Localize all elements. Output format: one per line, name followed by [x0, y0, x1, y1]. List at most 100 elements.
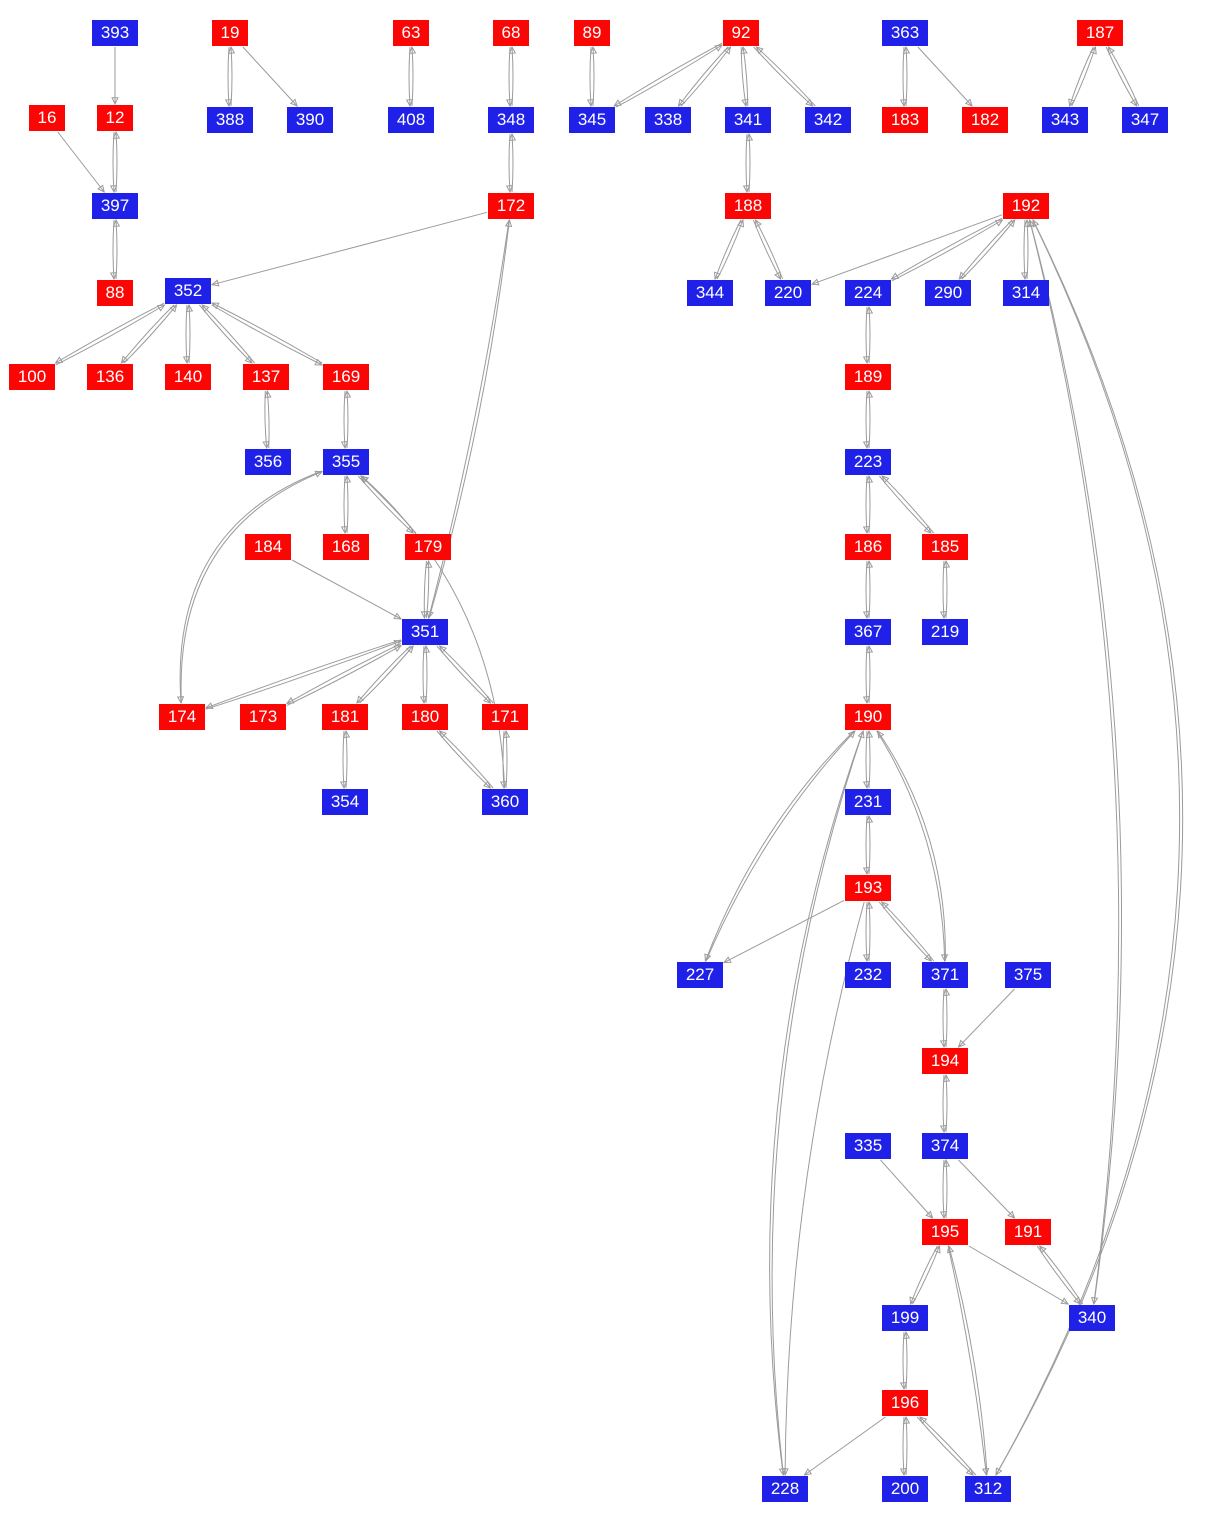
graph-edge-312-196 [920, 1417, 977, 1476]
graph-node-88[interactable]: 88 [97, 280, 133, 306]
graph-node-19[interactable]: 19 [212, 20, 248, 46]
graph-edge-345-92 [615, 45, 722, 108]
graph-node-354[interactable]: 354 [322, 789, 368, 815]
graph-node-344[interactable]: 344 [687, 280, 733, 306]
graph-edge-360-180 [440, 731, 494, 789]
graph-node-342[interactable]: 342 [805, 107, 851, 133]
graph-node-338[interactable]: 338 [645, 107, 691, 133]
graph-node-100[interactable]: 100 [9, 364, 55, 390]
graph-node-335[interactable]: 335 [845, 1133, 891, 1159]
graph-node-194[interactable]: 194 [922, 1048, 968, 1074]
graph-edge-340-191 [1040, 1246, 1084, 1305]
graph-node-190[interactable]: 190 [845, 704, 891, 730]
graph-node-290[interactable]: 290 [925, 280, 971, 306]
graph-node-89[interactable]: 89 [574, 20, 610, 46]
graph-node-371[interactable]: 371 [922, 962, 968, 988]
graph-node-228[interactable]: 228 [762, 1476, 808, 1502]
graph-edge-172-352 [212, 211, 488, 284]
graph-node-195[interactable]: 195 [922, 1219, 968, 1245]
graph-node-312[interactable]: 312 [965, 1476, 1011, 1502]
graph-node-174[interactable]: 174 [159, 704, 205, 730]
graph-node-136[interactable]: 136 [87, 364, 133, 390]
graph-node-12[interactable]: 12 [97, 105, 133, 131]
graph-node-340[interactable]: 340 [1069, 1305, 1115, 1331]
graph-node-200[interactable]: 200 [882, 1476, 928, 1502]
graph-node-345[interactable]: 345 [569, 107, 615, 133]
graph-node-187[interactable]: 187 [1077, 20, 1123, 46]
graph-edge-183-363 [906, 47, 907, 107]
graph-edge-338-92 [680, 47, 730, 107]
graph-edge-220-188 [756, 220, 784, 280]
graph-node-388[interactable]: 388 [207, 107, 253, 133]
graph-node-374[interactable]: 374 [922, 1133, 968, 1159]
graph-edge-192-290 [959, 219, 1013, 279]
graph-node-351[interactable]: 351 [402, 619, 448, 645]
graph-node-223[interactable]: 223 [845, 449, 891, 475]
graph-node-363[interactable]: 363 [882, 20, 928, 46]
graph-edge-171-351 [440, 646, 494, 704]
graph-edge-19-390 [242, 46, 297, 106]
graph-node-189[interactable]: 189 [845, 364, 891, 390]
graph-node-355[interactable]: 355 [323, 449, 369, 475]
graph-node-343[interactable]: 343 [1042, 107, 1088, 133]
graph-edge-219-185 [946, 561, 947, 619]
graph-node-171[interactable]: 171 [482, 704, 528, 730]
graph-node-191[interactable]: 191 [1005, 1219, 1051, 1245]
graph-node-92[interactable]: 92 [723, 20, 759, 46]
graph-node-188[interactable]: 188 [725, 193, 771, 219]
graph-edge-193-228 [785, 901, 865, 1475]
graph-node-220[interactable]: 220 [765, 280, 811, 306]
graph-node-186[interactable]: 186 [845, 534, 891, 560]
graph-edge-192-220 [812, 214, 1003, 284]
graph-node-219[interactable]: 219 [922, 619, 968, 645]
graph-edge-348-68 [512, 47, 513, 107]
graph-node-196[interactable]: 196 [882, 1390, 928, 1416]
graph-node-184[interactable]: 184 [245, 534, 291, 560]
graph-node-182[interactable]: 182 [962, 107, 1008, 133]
graph-node-193[interactable]: 193 [845, 875, 891, 901]
graph-edge-343-187 [1071, 47, 1096, 107]
graph-edge-352-100 [56, 302, 165, 363]
graph-node-397[interactable]: 397 [92, 193, 138, 219]
graph-node-393[interactable]: 393 [92, 20, 138, 46]
graph-node-348[interactable]: 348 [488, 107, 534, 133]
graph-node-347[interactable]: 347 [1122, 107, 1168, 133]
graph-node-183[interactable]: 183 [882, 107, 928, 133]
graph-edge-354-181 [346, 731, 347, 789]
graph-edge-314-192 [1027, 220, 1028, 280]
graph-node-180[interactable]: 180 [402, 704, 448, 730]
graph-node-231[interactable]: 231 [845, 789, 891, 815]
graph-node-16[interactable]: 16 [29, 105, 65, 131]
graph-node-185[interactable]: 185 [922, 534, 968, 560]
graph-edge-352-136 [121, 304, 175, 363]
graph-node-408[interactable]: 408 [388, 107, 434, 133]
graph-node-360[interactable]: 360 [482, 789, 528, 815]
graph-node-375[interactable]: 375 [1005, 962, 1051, 988]
graph-node-137[interactable]: 137 [243, 364, 289, 390]
graph-node-367[interactable]: 367 [845, 619, 891, 645]
graph-node-390[interactable]: 390 [287, 107, 333, 133]
graph-node-227[interactable]: 227 [677, 962, 723, 988]
graph-node-140[interactable]: 140 [165, 364, 211, 390]
graph-edge-16-397 [57, 131, 104, 192]
graph-edge-200-196 [906, 1417, 907, 1476]
graph-node-224[interactable]: 224 [845, 280, 891, 306]
graph-node-172[interactable]: 172 [488, 193, 534, 219]
graph-node-356[interactable]: 356 [245, 449, 291, 475]
graph-node-352[interactable]: 352 [165, 278, 211, 304]
graph-node-341[interactable]: 341 [725, 107, 771, 133]
graph-node-314[interactable]: 314 [1003, 280, 1049, 306]
graph-node-232[interactable]: 232 [845, 962, 891, 988]
graph-edge-196-199 [906, 1332, 907, 1390]
graph-node-63[interactable]: 63 [393, 20, 429, 46]
graph-node-168[interactable]: 168 [323, 534, 369, 560]
graph-edge-312-195 [949, 1246, 988, 1476]
graph-node-199[interactable]: 199 [882, 1305, 928, 1331]
graph-node-169[interactable]: 169 [323, 364, 369, 390]
graph-node-181[interactable]: 181 [322, 704, 368, 730]
graph-node-179[interactable]: 179 [405, 534, 451, 560]
graph-edge-186-223 [869, 476, 870, 534]
graph-node-68[interactable]: 68 [493, 20, 529, 46]
graph-node-192[interactable]: 192 [1003, 193, 1049, 219]
graph-node-173[interactable]: 173 [240, 704, 286, 730]
